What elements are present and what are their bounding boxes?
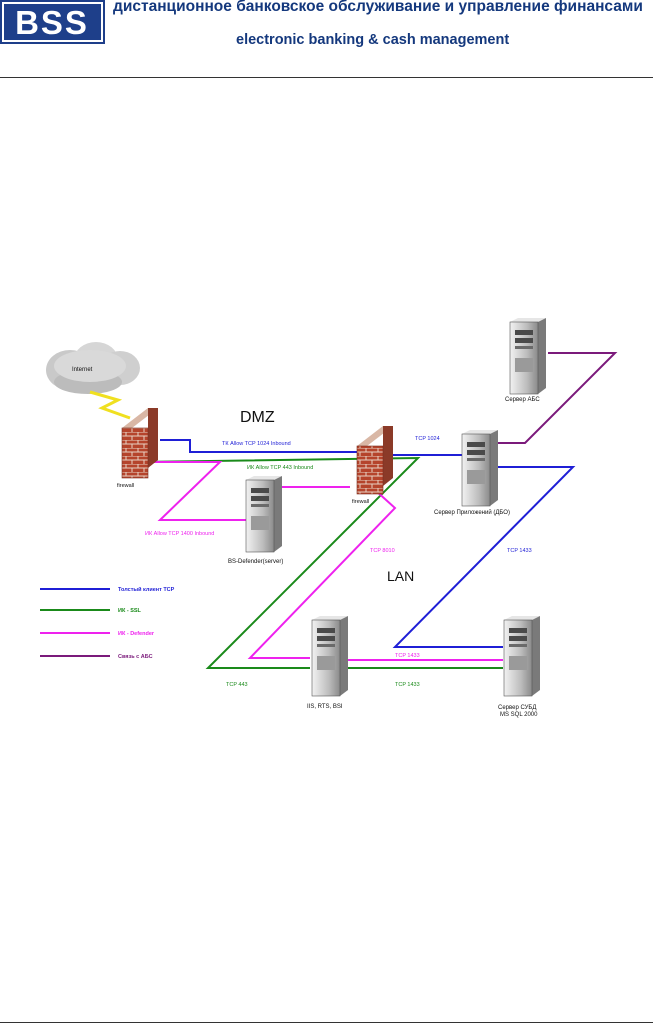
app-server-icon: [461, 430, 498, 507]
tagline-ru: дистанционное банковское обслуживание и …: [113, 0, 643, 15]
link-label-tk-allow: ТК Allow TCP 1024 Inbound: [222, 441, 291, 447]
legend-label-3: Связь с АБС: [118, 654, 153, 660]
firewall-right-label: firewall: [352, 499, 369, 505]
header-rule: [0, 77, 653, 78]
abs-server-icon: [509, 318, 546, 395]
legend-label-0: Толстый клиент TCP: [118, 586, 175, 593]
iis-server-label: IIS, RTS, BSI: [307, 704, 343, 710]
bs-defender-label: BS-Defender(server): [228, 559, 283, 565]
firewall-left-icon: [121, 408, 158, 479]
link-label-ik-allow-443: ИК Allow TCP 443 Inbound: [247, 465, 313, 471]
magenta-link-defender: [138, 461, 248, 521]
link-label-ik-allow-1400: ИК Allow TCP 1400 Inbound: [145, 531, 214, 537]
legend: Толстый клиент TCP ИК - SSL ИК - Defende…: [40, 586, 175, 660]
blue-link-app-db: [392, 466, 576, 648]
dmz-label: DMZ: [240, 409, 275, 426]
internet-cloud-icon: [46, 342, 140, 394]
lan-label: LAN: [387, 568, 414, 584]
app-server-label: Сервер Приложений (ДБО): [434, 509, 510, 516]
dbms-server-label-2: MS SQL 2000: [500, 712, 538, 718]
tagline-en: electronic banking & cash management: [236, 32, 510, 48]
magenta-link-8010: [247, 489, 397, 659]
link-label-tcp-8010: TCP 8010: [370, 548, 395, 554]
bs-defender-server-icon: [245, 476, 282, 553]
logo-text: BSS: [15, 4, 89, 41]
blue-link-fw1-fw2: [160, 439, 360, 453]
link-label-tcp-1433-blue: TCP 1433: [507, 548, 532, 554]
dbms-server-icon: [503, 616, 540, 697]
purple-link-abs: [496, 352, 618, 444]
abs-server-label: Сервер АБС: [505, 397, 540, 403]
legend-label-2: ИК - Defender: [118, 631, 155, 637]
link-label-tcp-1433-green: TCP 1433: [395, 682, 420, 688]
footer-rule: [0, 1022, 653, 1023]
firewall-right-icon: [356, 426, 393, 495]
bss-logo: BSS: [0, 0, 105, 44]
legend-label-1: ИК - SSL: [118, 608, 142, 614]
iis-server-icon: [311, 616, 348, 697]
lightning-icon: [89, 390, 131, 420]
link-lines: [137, 352, 618, 669]
link-label-tcp-1433-magenta: TCP 1433: [395, 653, 420, 659]
firewall-left-label: firewall: [117, 483, 134, 489]
network-diagram: Internet firewall firewall BS-Defender(s…: [40, 318, 618, 718]
link-label-tcp-1024: TCP 1024: [415, 436, 440, 442]
green-link-ssl: [137, 456, 421, 669]
dbms-server-label-1: Сервер СУБД: [498, 705, 536, 711]
internet-label: Internet: [72, 367, 93, 373]
link-label-tcp-443: TCP 443: [226, 682, 248, 688]
